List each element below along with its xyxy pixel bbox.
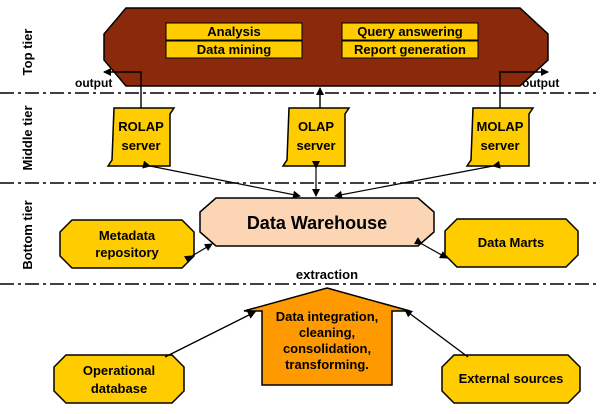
analysis-box	[165, 22, 303, 41]
warehouse-server-arrows	[142, 160, 501, 199]
output-label-right: output	[522, 76, 559, 90]
molap-warehouse-arrow	[334, 160, 501, 199]
molap-scroll-shape	[465, 107, 535, 167]
olap-server-line2: server	[296, 138, 335, 153]
operational-extraction-arrow	[164, 311, 256, 358]
molap-server: MOLAP server	[465, 107, 535, 167]
metadata-warehouse-arrow	[183, 243, 213, 264]
data-mining-label: Data mining	[197, 42, 271, 57]
server-output-arrows	[103, 68, 549, 108]
metadata-line2: repository	[95, 245, 159, 260]
rolap-server: ROLAP server	[106, 107, 176, 167]
side-arrows	[183, 237, 448, 264]
rolap-server-line2: server	[121, 138, 160, 153]
data-marts-label: Data Marts	[478, 235, 544, 250]
operational-line1: Operational	[83, 363, 155, 378]
output-label-left: output	[75, 76, 112, 90]
integration-line1: Data integration,	[276, 309, 379, 324]
metadata-line1: Metadata	[99, 228, 156, 243]
rolap-output-arrow	[103, 68, 142, 108]
operational-line2: database	[91, 381, 147, 396]
data-mining-box	[165, 40, 303, 59]
metadata-repository-box	[59, 219, 195, 269]
integration-line3: consolidation,	[283, 341, 371, 356]
rolap-server-line1: ROLAP	[118, 119, 164, 134]
external-extraction-arrow	[404, 309, 469, 358]
molap-server-line2: server	[480, 138, 519, 153]
query-answering-box	[341, 22, 479, 41]
query-answering-label: Query answering	[357, 24, 463, 39]
analysis-label: Analysis	[207, 24, 260, 39]
external-sources-label: External sources	[459, 371, 564, 386]
extraction-label: extraction	[296, 267, 358, 282]
warehouse-marts-arrow	[413, 237, 448, 259]
report-generation-label: Report generation	[354, 42, 466, 57]
molap-server-line1: MOLAP	[477, 119, 524, 134]
tier-label-middle: Middle tier	[20, 105, 35, 170]
source-arrows	[164, 309, 469, 358]
olap-server-line1: OLAP	[298, 119, 334, 134]
tier-label-top: Top tier	[20, 29, 35, 76]
olap-server: OLAP server	[281, 107, 351, 167]
operational-database-box	[53, 354, 185, 404]
molap-output-arrow	[499, 68, 549, 108]
top-tier-items: Analysis Data mining Query answering Rep…	[165, 22, 479, 59]
external-sources-box	[441, 354, 581, 404]
integration-line4: transforming.	[285, 357, 369, 372]
integration-line2: cleaning,	[299, 325, 355, 340]
olap-scroll-shape	[281, 107, 351, 167]
report-generation-box	[341, 40, 479, 59]
tier-label-bottom: Bottom tier	[20, 200, 35, 269]
rolap-scroll-shape	[106, 107, 176, 167]
data-warehouse-label: Data Warehouse	[247, 213, 387, 233]
rolap-warehouse-arrow	[142, 160, 301, 199]
